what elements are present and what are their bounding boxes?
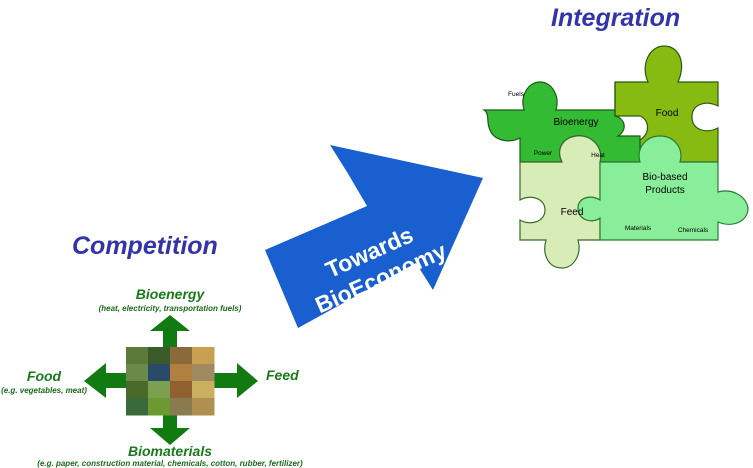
cross-arrow-right: [214, 363, 258, 398]
competition-bioenergy-label: Bioenergy: [135, 286, 205, 302]
competition-heading: Competition: [72, 232, 218, 260]
puzzle-piece-food: [614, 45, 719, 163]
food-piece-title: Food: [656, 108, 679, 119]
competition-food-label: Food: [26, 368, 62, 384]
collage-tile: [170, 364, 193, 382]
integration-heading: Integration: [551, 4, 681, 32]
collage-tile: [148, 398, 171, 416]
bioenergy-title: Bioenergy: [553, 117, 598, 128]
collage-tile: [148, 364, 171, 382]
collage-tile: [148, 381, 171, 399]
competition-biomaterials-label: Biomaterials: [127, 443, 213, 459]
competition-biomaterials-sub: (e.g. paper, construction material, chem…: [37, 459, 303, 468]
bioenergy-power: Power: [534, 150, 553, 157]
competition-feed-label: Feed: [266, 367, 299, 383]
collage-tile: [148, 347, 171, 365]
collage-tile: [126, 347, 149, 365]
competition-food-sub: (e.g. vegetables, meat): [1, 386, 87, 395]
bioenergy-fuels: Fuels: [508, 91, 525, 98]
collage-tile: [126, 364, 149, 382]
competition-bioenergy-sub: (heat, electricity, transportation fuels…: [98, 304, 242, 313]
collage-tile: [192, 364, 215, 382]
biobased-materials: Materials: [625, 225, 652, 232]
puzzle-piece-biobased: [577, 135, 749, 241]
cross-arrow-up: [150, 315, 190, 348]
biobased-chemicals: Chemicals: [678, 227, 709, 234]
biobased-title-line1: Bio-based: [642, 172, 687, 183]
biobased-title-line2: Products: [645, 185, 684, 196]
collage-tile: [170, 398, 193, 416]
collage-tile: [126, 398, 149, 416]
collage-tile: [192, 398, 215, 416]
feed-piece-title: Feed: [561, 207, 584, 218]
collage-tile: [170, 347, 193, 365]
collage-tile: [126, 381, 149, 399]
collage-tile: [192, 381, 215, 399]
big-arrow-shape: [265, 145, 483, 328]
collage-tile: [170, 381, 193, 399]
cross-arrow-left: [84, 363, 126, 398]
biomass-photo-collage: [126, 347, 215, 416]
puzzle-piece-feed: [519, 135, 602, 269]
cross-arrow-down: [150, 414, 190, 445]
collage-tile: [192, 347, 215, 365]
bioenergy-heat: Heat: [591, 152, 605, 159]
